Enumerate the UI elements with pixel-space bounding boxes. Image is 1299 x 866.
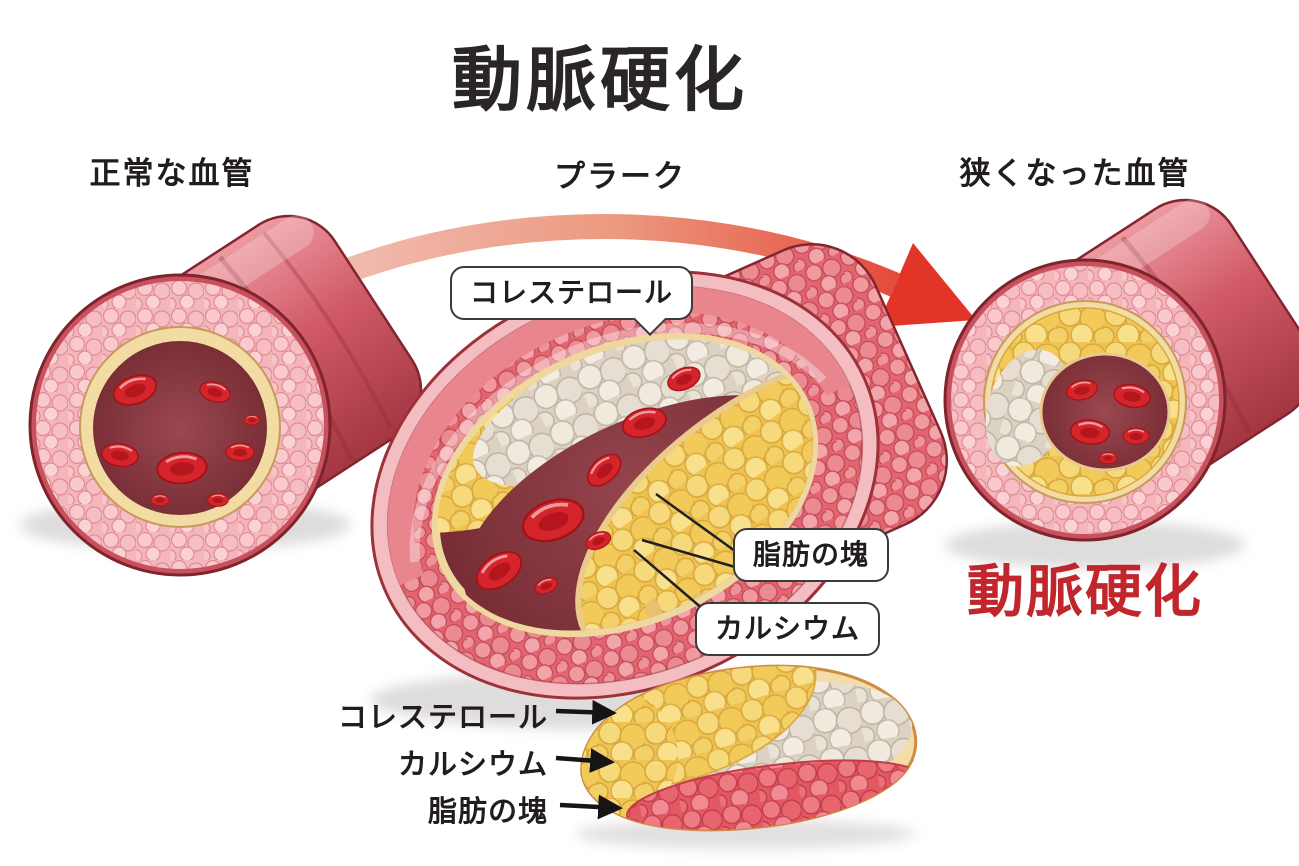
- callout-calcium: カルシウム: [695, 602, 881, 657]
- callout-fat-mass: 脂肪の塊: [733, 528, 890, 583]
- narrowed-artery-illustration: [943, 198, 1299, 542]
- leader-lines: [633, 492, 736, 611]
- callout-cholesterol-text: コレステロール: [470, 277, 674, 308]
- page-title: 動脈硬化: [452, 41, 748, 119]
- callout-cholesterol: コレステロール: [450, 266, 694, 337]
- stage-label-normal: 正常な血管: [89, 156, 255, 191]
- cross-section-label-fat-mass: 脂肪の塊: [427, 796, 548, 828]
- callout-calcium-text: カルシウム: [715, 613, 861, 644]
- stage-label-narrowed: 狭くなった血管: [959, 156, 1191, 191]
- cross-section-label-cholesterol: コレステロール: [337, 702, 548, 734]
- cross-section-label-calcium: カルシウム: [397, 749, 548, 781]
- stage-label-plaque: プラーク: [554, 159, 686, 194]
- normal-artery-illustration: [28, 214, 423, 577]
- pointer-arrows: [555, 699, 623, 820]
- callout-fat-mass-text: 脂肪の塊: [753, 539, 870, 570]
- result-label-arteriosclerosis: 動脈硬化: [967, 560, 1203, 624]
